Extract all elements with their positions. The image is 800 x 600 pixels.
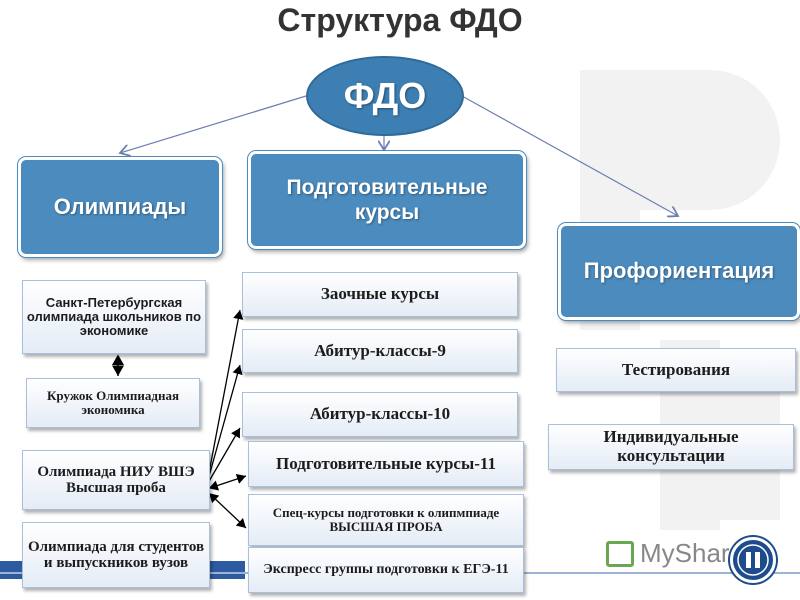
career-item: Индивидуальные консультации bbox=[548, 424, 794, 470]
link-arrow bbox=[207, 427, 241, 484]
link-arrow bbox=[208, 473, 247, 491]
root-to-olympiads-arrow bbox=[120, 95, 307, 153]
olympiad-item: Санкт-Петербургская олимпиада школьников… bbox=[22, 280, 206, 354]
career-item: Тестирования bbox=[556, 348, 796, 392]
page-title: Структура ФДО bbox=[277, 2, 523, 38]
root-node: ФДО bbox=[306, 56, 464, 136]
olympiad-item: Олимпиада для студентов и выпускников ву… bbox=[22, 522, 210, 588]
category-olympiads: Олимпиады bbox=[18, 157, 222, 257]
category-prep-courses: Подготовительные курсы bbox=[248, 151, 526, 249]
olympiad-item: Кружок Олимпиадная экономика bbox=[26, 378, 200, 428]
category-career-guidance: Профориентация bbox=[558, 223, 800, 320]
prep-item: Абитур-классы-10 bbox=[242, 392, 518, 437]
logo-icon bbox=[606, 540, 634, 567]
prep-item: Экспресс группы подготовки к ЕГЭ-11 bbox=[248, 547, 524, 593]
university-seal-icon bbox=[730, 537, 776, 583]
olympiad-item: Олимпиада НИУ ВШЭ Высшая проба bbox=[22, 450, 210, 510]
prep-item: Спец-курсы подготовки к олипмпиаде ВЫСША… bbox=[248, 494, 524, 546]
link-arrow bbox=[207, 309, 244, 479]
prep-item: Подготовительные курсы-11 bbox=[248, 441, 524, 487]
prep-item: Абитур-классы-9 bbox=[242, 329, 518, 373]
link-arrow bbox=[207, 364, 243, 481]
link-arrow bbox=[209, 493, 247, 529]
prep-item: Заочные курсы bbox=[242, 272, 518, 317]
seal-emblem-icon bbox=[737, 544, 769, 576]
